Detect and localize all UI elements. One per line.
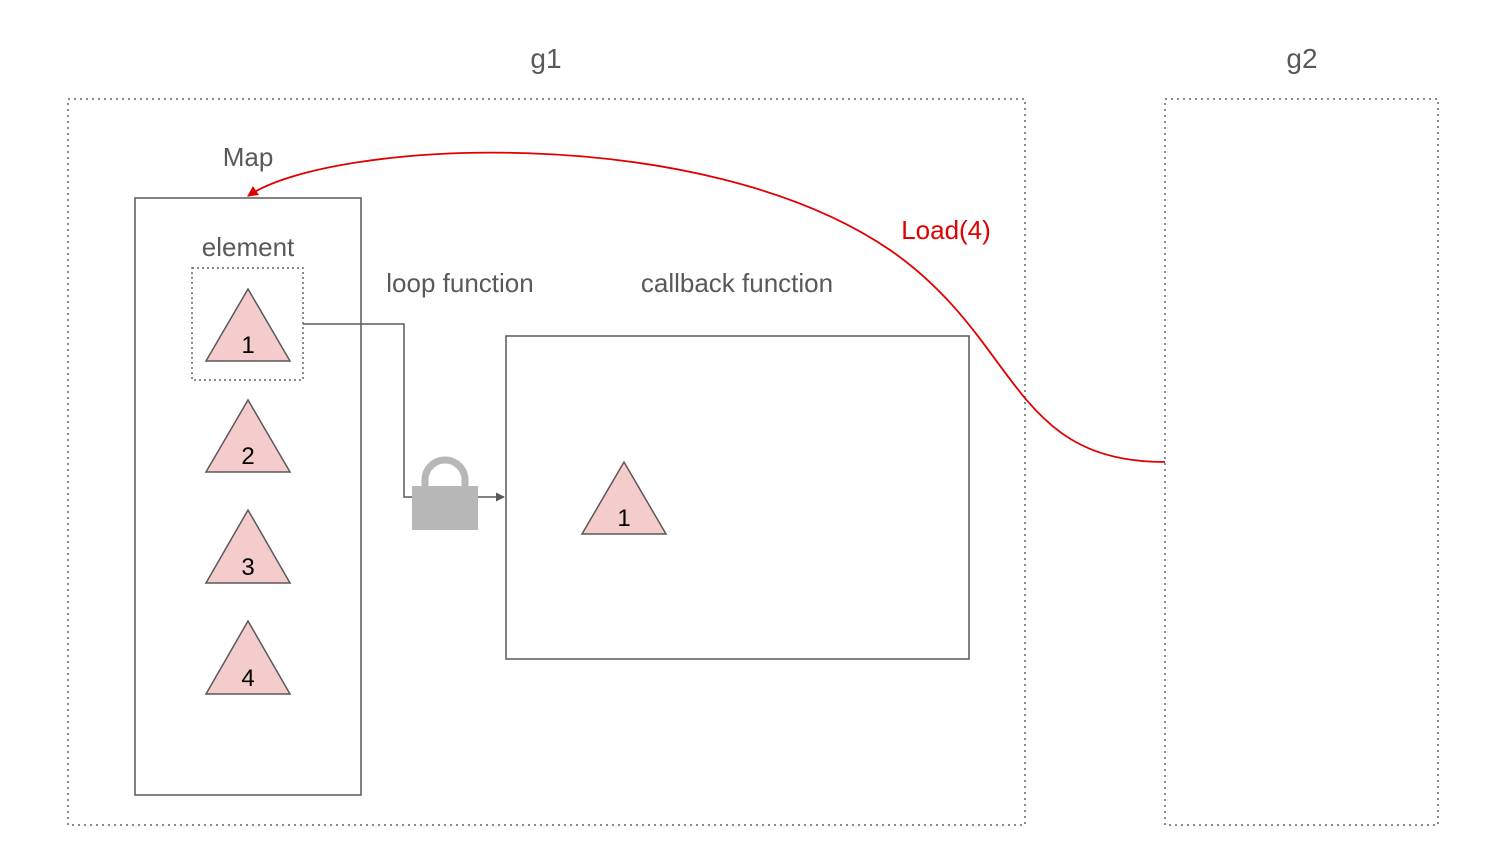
load-arrow-label: Load(4) (901, 215, 991, 245)
element-number: 1 (241, 332, 254, 359)
load-arrow (247, 151, 1166, 463)
map-element-4: 4 (204, 619, 292, 695)
callback-function-label: callback function (641, 268, 833, 298)
map-title: Map (223, 142, 274, 172)
element-number: 1 (617, 505, 630, 532)
triangle-shape (580, 460, 668, 535)
g1-label: g1 (530, 43, 561, 74)
g2-label: g2 (1286, 43, 1317, 74)
map-element-3: 3 (204, 508, 292, 584)
callback-container (505, 335, 970, 660)
map-element-2: 2 (204, 398, 292, 473)
loop-function-label: loop function (386, 268, 533, 298)
loop-connector (303, 323, 505, 502)
triangle-shape (204, 619, 292, 695)
map-element-1: 1 (204, 287, 292, 362)
triangle-shape (204, 508, 292, 584)
triangle-shape (204, 287, 292, 362)
element-label: element (202, 232, 295, 262)
element-number: 2 (241, 443, 254, 470)
callback-element: 1 (580, 460, 668, 535)
element-number: 3 (241, 554, 254, 581)
g1-container (67, 98, 1026, 826)
element-number: 4 (241, 665, 254, 692)
lock-icon (412, 456, 478, 530)
map-container (134, 197, 362, 796)
g2-container (1164, 98, 1439, 826)
triangle-shape (204, 398, 292, 473)
